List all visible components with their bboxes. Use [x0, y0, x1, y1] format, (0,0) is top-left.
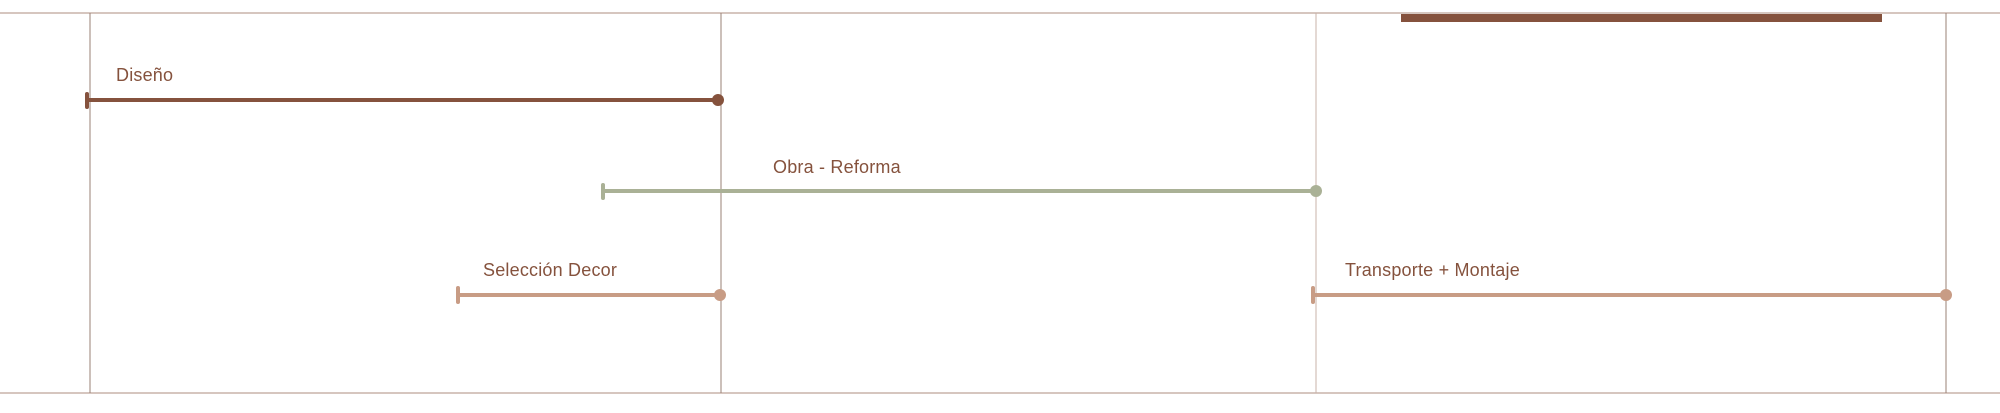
task-bar-diseno — [85, 92, 724, 109]
task-bar-seleccion-decor — [456, 286, 726, 304]
start-tick — [601, 183, 605, 200]
task-label-transporte-montaje: Transporte + Montaje — [1345, 260, 1520, 280]
task-label-diseno: Diseño — [116, 65, 174, 85]
task-label-seleccion-decor: Selección Decor — [483, 260, 618, 280]
start-tick — [1311, 286, 1315, 304]
accent-bar — [1401, 14, 1882, 22]
start-tick — [85, 92, 89, 109]
end-dot — [712, 94, 724, 106]
task-label-obra-reforma: Obra - Reforma — [773, 157, 901, 177]
task-bar-transporte-montaje — [1311, 286, 1952, 304]
end-dot — [1940, 289, 1952, 301]
end-dot — [714, 289, 726, 301]
end-dot — [1310, 185, 1322, 197]
task-bar-obra-reforma — [601, 183, 1322, 200]
start-tick — [456, 286, 460, 304]
